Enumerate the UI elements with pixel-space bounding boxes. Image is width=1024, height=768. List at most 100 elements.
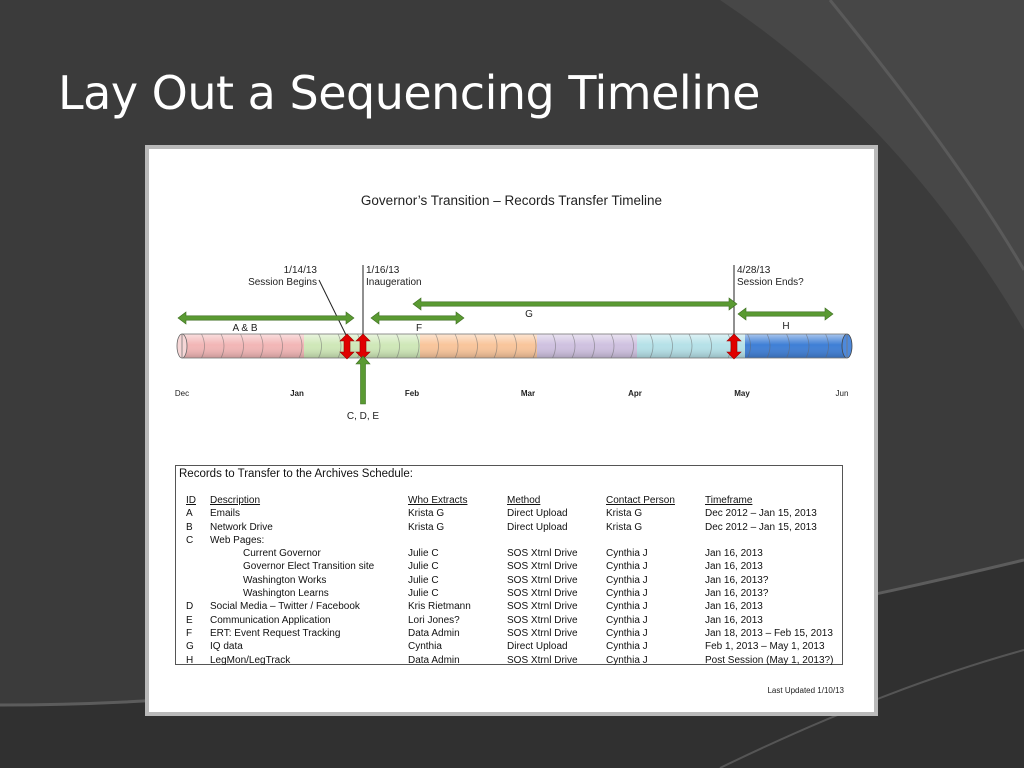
month-label-apr: Apr (628, 389, 642, 398)
records-schedule-box: Records to Transfer to the Archives Sche… (175, 465, 843, 667)
cell-id: E (186, 614, 193, 626)
marker-label-session-begins: Session Begins (248, 277, 317, 288)
cell-description: IQ data (210, 641, 243, 653)
span-arrow-shape (177, 311, 355, 325)
last-updated-note: Last Updated 1/10/13 (767, 686, 844, 695)
tube-rib (610, 333, 615, 359)
cell-method: SOS Xtrnl Drive (507, 627, 578, 639)
cell-contact-person: Cynthia J (606, 641, 648, 653)
tube-rib (240, 333, 244, 359)
tube-rib (259, 333, 264, 359)
marker-label-session-ends: Session Ends? (737, 277, 804, 288)
cell-who-extracts (408, 534, 507, 547)
cell-description: Washington Works (243, 574, 327, 586)
timeline-tube-ribs (181, 333, 849, 359)
cell-timeframe: Jan 16, 2013 (705, 548, 763, 560)
cell-timeframe (705, 534, 836, 547)
cell-description: Washington Learns (243, 588, 329, 600)
tube-rib (805, 333, 810, 359)
span-arrow-g (412, 297, 738, 311)
tube-rib (474, 333, 478, 359)
timeline-diagram: 1/14/13 Session Begins 1/16/13 Inaugerat… (175, 265, 853, 422)
cell-id: B (186, 521, 193, 533)
cell-id (186, 547, 210, 560)
tube-rib (220, 333, 225, 359)
span-label-f: F (416, 323, 422, 334)
cell-description: ERT: Event Request Tracking (210, 627, 341, 639)
column-header-method: Method (507, 495, 541, 506)
tube-rib (298, 333, 303, 359)
cell-timeframe: Jan 16, 2013 (705, 614, 763, 626)
timeline-tube-shading (182, 334, 847, 358)
span-label-g: G (525, 309, 533, 320)
cell-description: Current Governor (243, 548, 321, 560)
cell-who-extracts: Julie C (408, 561, 439, 573)
column-header-id: ID (186, 495, 196, 506)
tube-rib (688, 333, 693, 359)
cell-method: SOS Xtrnl Drive (507, 574, 578, 586)
cell-description: Social Media – Twitter / Facebook (210, 601, 360, 613)
cell-contact-person: Cynthia J (606, 654, 648, 666)
cell-id (186, 587, 210, 600)
month-label-jan: Jan (290, 389, 304, 398)
month-label-may: May (734, 389, 750, 398)
tube-rib (786, 333, 790, 359)
cell-description: Governor Elect Transition site (243, 561, 375, 573)
cell-who-extracts: Julie C (408, 588, 439, 600)
cell-contact-person (606, 534, 705, 547)
cell-who-extracts: Data Admin (408, 654, 460, 666)
cell-who-extracts: Julie C (408, 574, 439, 586)
cell-description: Web Pages: (210, 534, 265, 546)
tube-rib (766, 333, 771, 359)
document-page: Governor’s Transition – Records Transfer… (149, 149, 874, 712)
tube-rib (708, 333, 712, 359)
schedule-header-row: ID Description Who Extracts Method Conta… (186, 494, 836, 507)
cell-timeframe: Dec 2012 – Jan 15, 2013 (705, 521, 817, 533)
month-label-mar: Mar (521, 389, 535, 398)
cell-id (186, 560, 210, 573)
marker-line-session-begins (318, 279, 348, 338)
cell-who-extracts: Kris Rietmann (408, 601, 471, 613)
cell-contact-person: Cynthia J (606, 548, 648, 560)
tube-rib (201, 333, 205, 359)
cell-contact-person: Cynthia J (606, 627, 648, 639)
marker-arrow-shape (726, 333, 742, 360)
cell-contact-person: Krista G (606, 508, 643, 520)
cell-method: SOS Xtrnl Drive (507, 614, 578, 626)
column-header-timeframe: Timeframe (705, 495, 753, 506)
point-arrow-c-d-e (355, 355, 371, 405)
cell-timeframe: Jan 16, 2013 (705, 561, 763, 573)
month-label-dec: Dec (175, 389, 189, 398)
marker-date-inauguration: 1/16/13 (366, 265, 400, 276)
cell-contact-person: Cynthia J (606, 588, 648, 600)
table-row: Washington Learns Julie C SOS Xtrnl Drive C… (186, 587, 836, 600)
cell-who-extracts: Cynthia (408, 641, 442, 653)
schedule-table: ID Description Who Extracts Method Conta… (186, 494, 836, 667)
marker-arrow-session-ends (726, 333, 742, 360)
column-header-description: Description (210, 495, 261, 506)
cell-id: G (186, 641, 194, 653)
marker-date-session-begins: 1/14/13 (284, 265, 318, 276)
marker-label-inauguration: Inaugeration (366, 277, 422, 288)
tube-rib (649, 333, 654, 359)
cell-who-extracts: Data Admin (408, 627, 460, 639)
cell-method: SOS Xtrnl Drive (507, 548, 578, 560)
tube-rib (630, 333, 634, 359)
document-title: Governor’s Transition – Records Transfer… (360, 193, 663, 208)
tube-rib (669, 333, 673, 359)
cell-method: SOS Xtrnl Drive (507, 588, 578, 600)
tube-rib (454, 333, 459, 359)
cell-id (186, 574, 210, 587)
timeline-tube-outline (181, 333, 848, 359)
span-arrow-h (737, 307, 834, 321)
document-frame: Governor’s Transition – Records Transfer… (145, 145, 878, 716)
